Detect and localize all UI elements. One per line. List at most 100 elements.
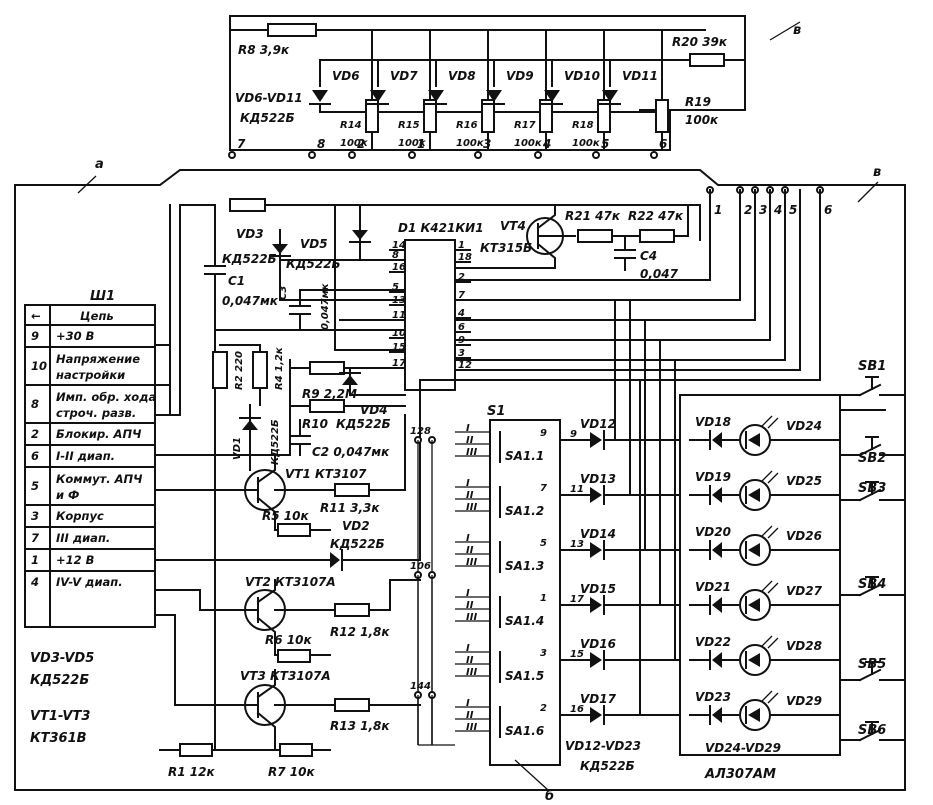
label-r8: R8 3,9к (238, 43, 290, 57)
switch-position: II (466, 600, 474, 611)
connector-signal: и Ф (56, 488, 79, 502)
connector-signal: Напряжение (56, 352, 140, 366)
label-c4-value: 0,047 (640, 267, 679, 281)
label-vd12-vd23: VD12-VD23 (565, 739, 641, 753)
switch-pin: 5 (540, 538, 547, 549)
switch-title: S1 (487, 404, 505, 419)
pushbutton-sb1[interactable] (865, 376, 879, 390)
connector-top-pin-1: 1 (714, 203, 722, 217)
switch-section-2: SA1.2 (505, 504, 544, 518)
chip-pin-11: 11 (392, 310, 406, 321)
label-r7: R7 10к (268, 765, 315, 779)
switch-position: II (466, 435, 474, 446)
label-c1: C1 (228, 274, 245, 288)
connector-signal: строч. разв. (56, 406, 136, 420)
diode-vd20 (712, 542, 722, 558)
label-c1-value: 0,047мк (222, 294, 279, 308)
switch-pin: 3 (540, 648, 547, 659)
label-vd12: VD12 (580, 417, 616, 431)
diode-vd23 (712, 707, 722, 723)
label-r14-value: 100к (340, 138, 368, 149)
switch-pin: 2 (540, 703, 547, 714)
switch-pin: 9 (540, 428, 547, 439)
diode-pin: 16 (570, 704, 584, 715)
note-vt-range: VT1-VT3 (30, 709, 90, 724)
pushbutton-sb3[interactable] (865, 481, 879, 495)
block-label-v-top: в (793, 23, 801, 38)
resistor-r20 (689, 53, 725, 67)
switch-terminal-4: 4 (423, 681, 431, 692)
connector-top-pin-4: 4 (773, 203, 782, 217)
label-vd12-vd23-type: КД522Б (580, 759, 635, 773)
chip-pin-2: 2 (458, 272, 465, 283)
switch-position: III (466, 502, 477, 513)
switch-position: II (466, 545, 474, 556)
switch-section-3: SA1.3 (505, 559, 544, 573)
label-vd2-type: КД522Б (330, 537, 385, 551)
diode-vd8 (428, 90, 444, 102)
connector-top-pin-5: 5 (789, 203, 797, 217)
pushbutton-sb5[interactable] (865, 661, 879, 675)
connector-signal: Блокир. АПЧ (56, 427, 142, 441)
connector-pin-9: 9 (31, 329, 39, 343)
label-vd1-type: КД522Б (270, 419, 281, 465)
switch-position: II (466, 655, 474, 666)
label-vd14: VD14 (580, 527, 616, 541)
label-r18: R18 (572, 120, 594, 131)
label-r12: R12 1,8к (330, 625, 390, 639)
label-vd9: VD9 (506, 69, 534, 83)
note-vd-type: КД522Б (30, 673, 89, 688)
label-vd2: VD2 (342, 519, 370, 533)
label-vd29: VD29 (786, 694, 822, 708)
label-r14: R14 (340, 120, 362, 131)
diode-vd15 (590, 597, 602, 613)
switch-pin: 1 (540, 593, 547, 604)
label-vt3: VT3 КТ3107А (240, 669, 331, 683)
label-r10-type: КД522Б (336, 417, 391, 431)
switch-position: III (466, 667, 477, 678)
label-led-type: АЛ307АМ (704, 767, 776, 782)
label-vd27: VD27 (786, 584, 823, 598)
pushbutton-sb2[interactable] (865, 436, 879, 450)
switch-terminal-6: 6 (424, 561, 431, 572)
label-r16: R16 (456, 120, 478, 131)
chip-pin-15: 15 (392, 342, 406, 353)
label-r21: R21 47к (565, 209, 621, 223)
switch-sections: SA1.19IIIIIISA1.27IIIIIISA1.35IIIIIISA1.… (410, 423, 591, 746)
resistor-r2 (212, 351, 228, 389)
label-vd20: VD20 (695, 525, 731, 539)
switch-section-1: SA1.1 (505, 449, 544, 463)
resistor-r4 (252, 351, 268, 389)
label-vt2: VT2 КТ3107А (245, 575, 336, 589)
label-r20: R20 39к (672, 35, 728, 49)
top-pin-3: 3 (483, 137, 491, 151)
label-r2: R2 220 (234, 351, 245, 390)
connector-pin-10: 10 (31, 359, 47, 373)
label-vd28: VD28 (786, 639, 822, 653)
pushbutton-sb6[interactable] (865, 721, 879, 735)
connector-pin-4: 4 (30, 575, 39, 589)
connector-signal: IV-V диап. (56, 575, 123, 589)
connector-pin-2: 2 (31, 427, 39, 441)
diode-pin: 13 (570, 539, 584, 550)
diode-pin: 15 (570, 649, 584, 660)
label-vt1: VT1 КТ3107 (285, 467, 367, 481)
label-r16-value: 100к (456, 138, 484, 149)
label-vd21: VD21 (695, 580, 731, 594)
diode-vd13 (590, 487, 602, 503)
chip-pin-7: 7 (458, 290, 465, 301)
label-vd23: VD23 (695, 690, 731, 704)
label-r22: R22 47к (628, 209, 684, 223)
pushbutton-sb4[interactable] (865, 576, 879, 590)
main-board-outline (14, 169, 906, 791)
switch-pin: 7 (540, 483, 547, 494)
label-sb1: SB1 (858, 359, 886, 374)
chip-pin-17: 17 (392, 358, 406, 369)
label-vt4-type: КТ315Б (480, 241, 532, 255)
label-r19: R19 (685, 95, 711, 109)
label-vd13: VD13 (580, 472, 616, 486)
switch-s1 (489, 419, 561, 766)
note-vt-type: КТ361В (30, 731, 87, 746)
top-pin-1: 1 (417, 137, 425, 151)
